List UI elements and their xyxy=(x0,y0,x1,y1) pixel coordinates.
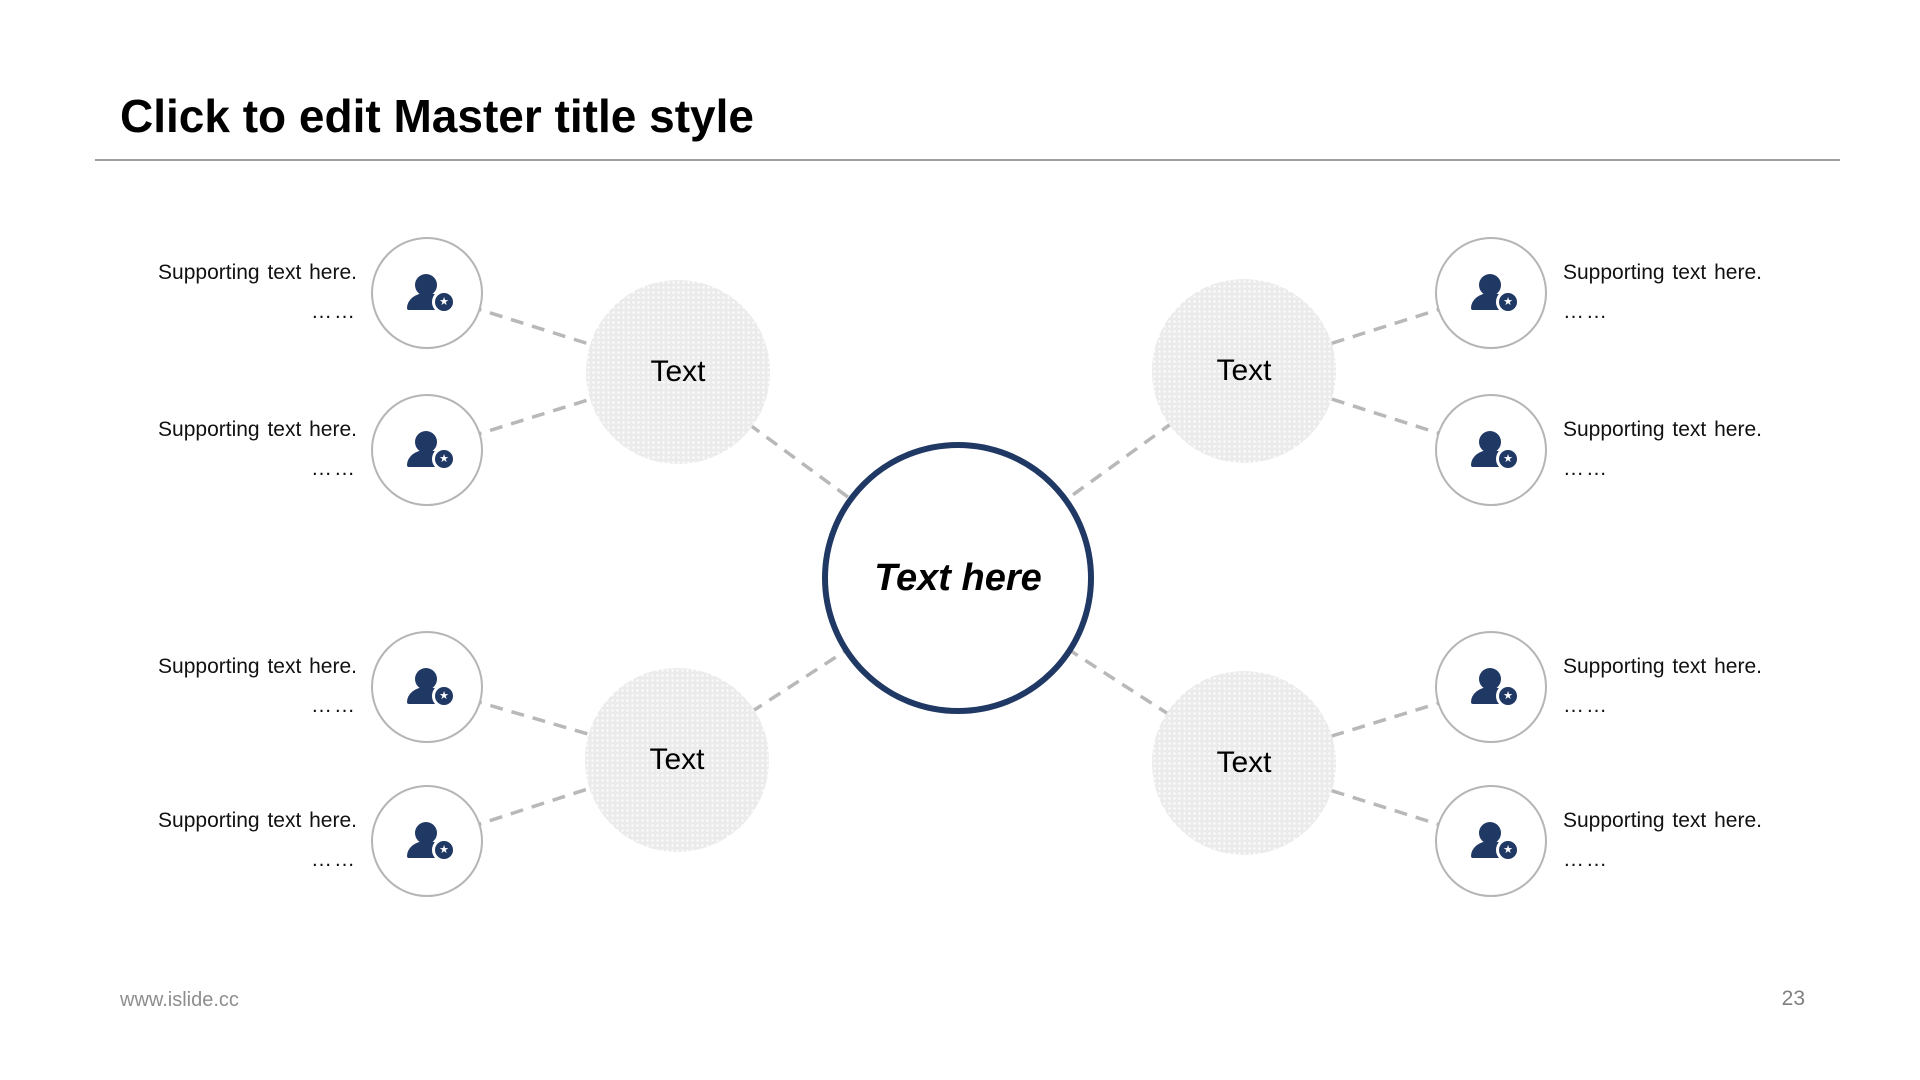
page-number: 23 xyxy=(1781,987,1805,1010)
group-label: Text xyxy=(1216,354,1272,387)
star-badge-icon: ★ xyxy=(432,684,456,708)
support-line: Supporting text here. xyxy=(158,418,357,441)
group-circle-bottom-right[interactable]: Text xyxy=(1152,671,1336,855)
support-ellipsis: …… xyxy=(311,694,357,717)
support-line: Supporting text here. xyxy=(1563,809,1762,832)
support-ellipsis: …… xyxy=(311,848,357,871)
title-divider-line xyxy=(95,159,1840,161)
member-node-right-1[interactable]: ★ xyxy=(1435,237,1547,349)
support-ellipsis: …… xyxy=(1563,694,1609,717)
group-circle-top-right[interactable]: Text xyxy=(1152,279,1336,463)
support-text-right-2[interactable]: Supporting text here. …… xyxy=(1563,418,1823,481)
support-line: Supporting text here. xyxy=(158,655,357,678)
member-node-left-3[interactable]: ★ xyxy=(371,631,483,743)
group-label: Text xyxy=(649,743,705,776)
support-line: Supporting text here. xyxy=(1563,418,1762,441)
center-hub-label: Text here xyxy=(874,556,1042,599)
member-node-right-4[interactable]: ★ xyxy=(1435,785,1547,897)
support-text-right-4[interactable]: Supporting text here. …… xyxy=(1563,809,1823,872)
star-badge-icon: ★ xyxy=(432,447,456,471)
support-line: Supporting text here. xyxy=(158,261,357,284)
support-text-left-1[interactable]: Supporting text here. …… xyxy=(97,261,357,324)
group-label: Text xyxy=(1216,746,1272,779)
user-star-icon: ★ xyxy=(1470,274,1520,314)
support-text-left-4[interactable]: Supporting text here. …… xyxy=(97,809,357,872)
group-circle-top-left[interactable]: Text xyxy=(586,280,770,464)
support-line: Supporting text here. xyxy=(1563,655,1762,678)
center-hub-circle[interactable]: Text here xyxy=(822,442,1094,714)
star-badge-icon: ★ xyxy=(1496,447,1520,471)
user-star-icon: ★ xyxy=(1470,822,1520,862)
user-star-icon: ★ xyxy=(406,274,456,314)
support-ellipsis: …… xyxy=(1563,848,1609,871)
footer-website: www.islide.cc xyxy=(120,989,239,1011)
support-text-right-3[interactable]: Supporting text here. …… xyxy=(1563,655,1823,718)
support-line: Supporting text here. xyxy=(1563,261,1762,284)
star-badge-icon: ★ xyxy=(432,838,456,862)
member-node-right-2[interactable]: ★ xyxy=(1435,394,1547,506)
star-badge-icon: ★ xyxy=(1496,838,1520,862)
member-node-right-3[interactable]: ★ xyxy=(1435,631,1547,743)
support-ellipsis: …… xyxy=(1563,457,1609,480)
user-star-icon: ★ xyxy=(406,668,456,708)
group-label: Text xyxy=(650,355,706,388)
user-star-icon: ★ xyxy=(1470,431,1520,471)
star-badge-icon: ★ xyxy=(432,290,456,314)
user-star-icon: ★ xyxy=(406,822,456,862)
group-circle-bottom-left[interactable]: Text xyxy=(585,668,769,852)
support-text-left-3[interactable]: Supporting text here. …… xyxy=(97,655,357,718)
support-line: Supporting text here. xyxy=(158,809,357,832)
member-node-left-4[interactable]: ★ xyxy=(371,785,483,897)
member-node-left-2[interactable]: ★ xyxy=(371,394,483,506)
user-star-icon: ★ xyxy=(1470,668,1520,708)
star-badge-icon: ★ xyxy=(1496,684,1520,708)
support-ellipsis: …… xyxy=(311,300,357,323)
slide-title[interactable]: Click to edit Master title style xyxy=(120,90,754,142)
support-ellipsis: …… xyxy=(1563,300,1609,323)
user-star-icon: ★ xyxy=(406,431,456,471)
support-text-left-2[interactable]: Supporting text here. …… xyxy=(97,418,357,481)
support-ellipsis: …… xyxy=(311,457,357,480)
star-badge-icon: ★ xyxy=(1496,290,1520,314)
member-node-left-1[interactable]: ★ xyxy=(371,237,483,349)
support-text-right-1[interactable]: Supporting text here. …… xyxy=(1563,261,1823,324)
